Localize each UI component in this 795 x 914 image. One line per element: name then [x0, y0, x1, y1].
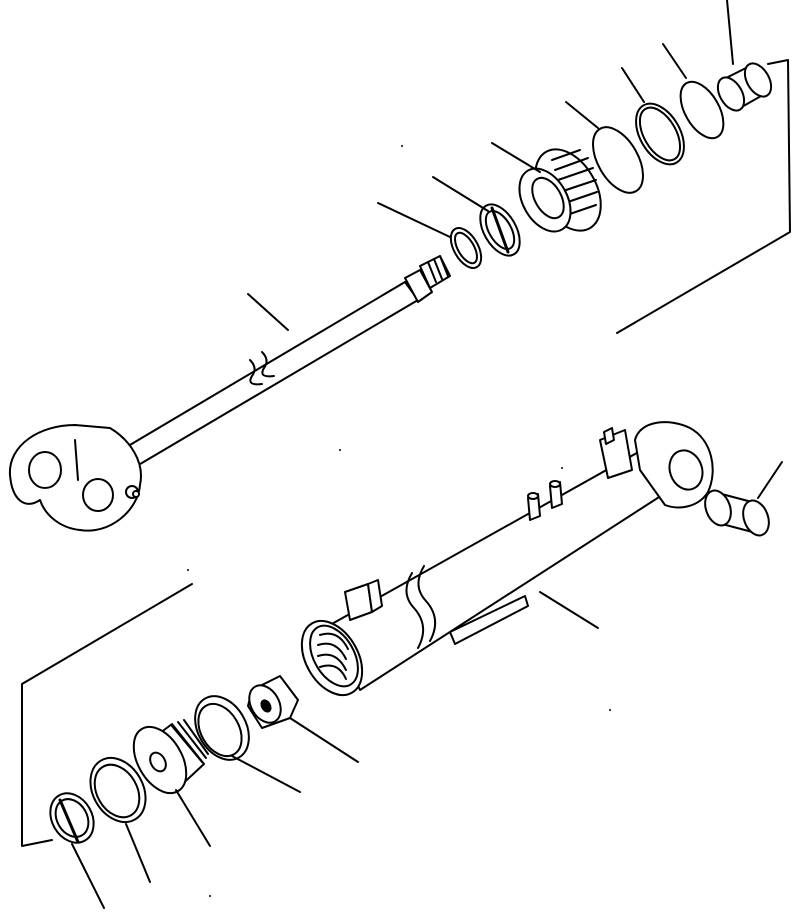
gland	[518, 148, 602, 233]
wear-ring-leader	[231, 755, 301, 793]
bushing	[479, 203, 521, 257]
piston-seal-leader	[125, 823, 151, 883]
piston-group-bracket	[21, 583, 193, 847]
scan-specks	[187, 145, 611, 897]
cylinder-tube	[300, 421, 714, 696]
piston	[132, 719, 209, 795]
snap-ring-leader	[377, 202, 451, 238]
gland-leader	[491, 142, 541, 173]
o-ring	[592, 126, 644, 194]
bushing-tube-end	[704, 489, 770, 537]
wiper-leader	[726, 0, 734, 65]
nut-leader	[289, 717, 359, 763]
rod-seal	[679, 80, 725, 140]
backup-ring-leader	[621, 67, 645, 103]
bushing-leader	[432, 176, 489, 212]
bushing-tube-end-leader	[757, 461, 783, 499]
nut	[247, 675, 299, 729]
piston-leader	[175, 789, 211, 847]
piston-ring	[49, 792, 95, 844]
o-ring-leader	[565, 101, 599, 129]
wear-ring	[194, 695, 250, 761]
piston-seal	[89, 757, 147, 823]
rod-leader	[247, 293, 289, 331]
rod-seal-leader	[662, 43, 687, 79]
rod-assembly	[8, 255, 451, 532]
piston-ring-leader	[71, 843, 105, 909]
snap-ring	[449, 227, 483, 269]
cylinder-tube-leader	[539, 591, 599, 629]
wiper	[716, 62, 773, 112]
backup-ring	[635, 102, 685, 166]
rod-group-bracket	[616, 59, 791, 334]
